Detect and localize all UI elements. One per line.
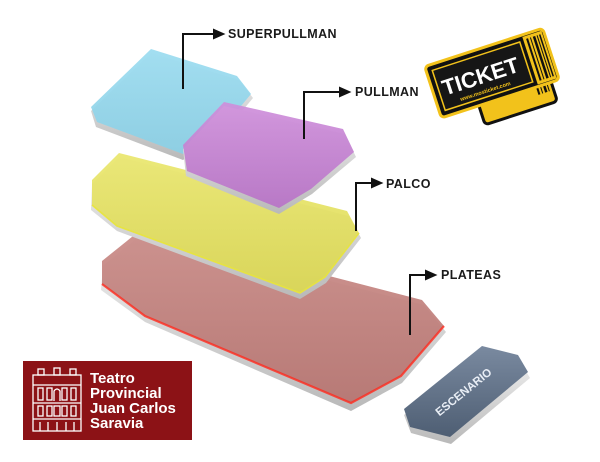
plateas-label: PLATEAS: [441, 268, 502, 282]
superpullman-arrowhead: [213, 28, 226, 40]
theatre-logo: Teatro Provincial Juan Carlos Saravia: [23, 361, 192, 440]
pullman-label: PULLMAN: [355, 85, 419, 99]
logo-text-line-3: Juan Carlos: [90, 400, 176, 417]
escenario-section[interactable]: ESCENARIO: [404, 346, 530, 444]
palco-arrow: [355, 182, 374, 231]
label-arrows: [182, 28, 438, 335]
plateas-arrowhead: [425, 269, 438, 281]
logo-text-line-2: Provincial: [90, 385, 162, 402]
palco-label: PALCO: [386, 177, 431, 191]
pullman-arrow: [303, 91, 342, 139]
palco-section[interactable]: [91, 153, 361, 299]
plateas-arrow: [409, 274, 428, 335]
pullman-arrowhead: [339, 86, 352, 98]
theatre-building-icon: [32, 367, 82, 432]
superpullman-label: SUPERPULLMAN: [228, 27, 337, 41]
logo-text-line-1: Teatro: [90, 370, 135, 387]
superpullman-arrow: [182, 33, 216, 89]
palco-arrowhead: [371, 177, 384, 189]
plateas-section[interactable]: [101, 228, 446, 411]
pullman-section[interactable]: [183, 102, 356, 214]
logo-text-line-4: Saravia: [90, 415, 144, 432]
ticket-illustration: TICKET www.mosticket.com: [424, 27, 560, 126]
